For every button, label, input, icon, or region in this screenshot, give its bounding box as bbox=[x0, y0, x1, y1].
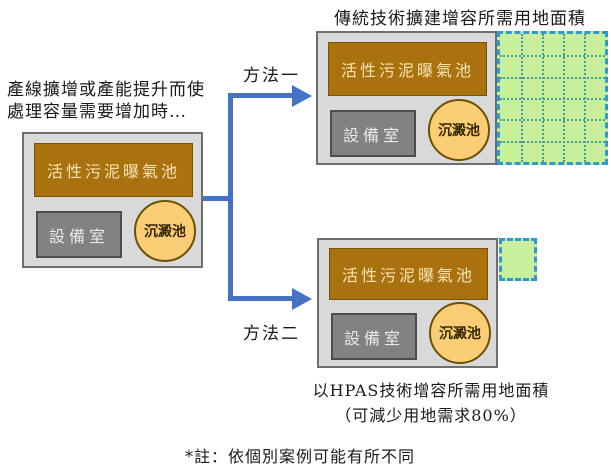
sedimentation-pond: 沉澱池 bbox=[429, 302, 491, 364]
hpas-caption-line-2: （可減少用地需求80%） bbox=[335, 406, 527, 425]
aeration-tank: 活性污泥曝氣池 bbox=[329, 248, 488, 300]
connector-bottom-arrow-shaft bbox=[228, 296, 292, 301]
footnote: *註：依個別案例可能有所不同 bbox=[184, 447, 415, 466]
equipment-room: 設備室 bbox=[331, 313, 417, 360]
sedimentation-pond: 沉澱池 bbox=[428, 99, 490, 161]
plant-box-traditional: 活性污泥曝氣池 設備室 沉澱池 bbox=[316, 31, 497, 165]
connector-top-arrow-shaft bbox=[228, 93, 292, 98]
sedimentation-pond: 沉澱池 bbox=[134, 200, 196, 262]
connector-stub bbox=[203, 196, 233, 201]
aeration-tank: 活性污泥曝氣池 bbox=[34, 143, 193, 197]
hpas-expansion-area bbox=[499, 238, 537, 281]
prompt-line-2: 處理容量需要增加時… bbox=[7, 102, 187, 122]
prompt-line-1: 產線擴增或產能提升而使 bbox=[7, 80, 205, 100]
traditional-title: 傳統技術擴建增容所需用地面積 bbox=[334, 9, 586, 29]
prompt-text: 產線擴增或產能提升而使 處理容量需要增加時… bbox=[7, 79, 205, 123]
equipment-room: 設備室 bbox=[330, 110, 416, 157]
grid-line-horizontal bbox=[500, 77, 605, 79]
traditional-expansion-area bbox=[497, 31, 608, 165]
connector-vertical bbox=[228, 93, 233, 301]
aeration-tank: 活性污泥曝氣池 bbox=[328, 42, 487, 96]
method-1-label: 方法一 bbox=[243, 66, 300, 86]
grid-line-horizontal bbox=[500, 141, 605, 143]
plant-box-current: 活性污泥曝氣池 設備室 沉澱池 bbox=[22, 132, 203, 268]
method-2-label: 方法二 bbox=[243, 324, 300, 344]
arrow-head-bottom-icon bbox=[292, 288, 312, 310]
plant-box-hpas: 活性污泥曝氣池 設備室 沉澱池 bbox=[317, 238, 498, 368]
grid-line-horizontal bbox=[500, 119, 605, 121]
grid-line-horizontal bbox=[500, 98, 605, 100]
grid-line-horizontal bbox=[500, 55, 605, 57]
hpas-caption-line-1: 以HPAS技術增容所需用地面積 bbox=[312, 381, 550, 400]
arrow-head-top-icon bbox=[292, 85, 312, 107]
equipment-room: 設備室 bbox=[36, 211, 122, 258]
